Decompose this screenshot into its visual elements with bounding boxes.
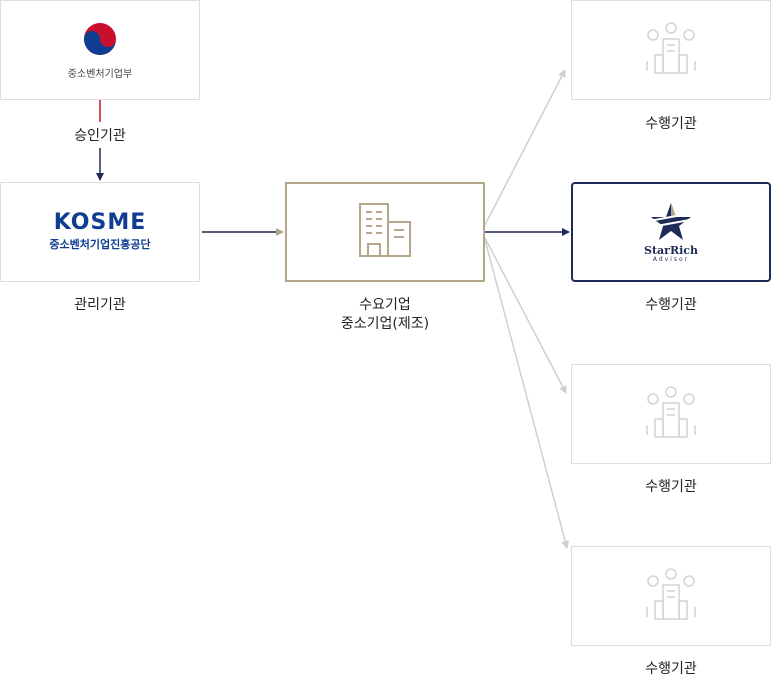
demand-label: 수요기업 중소기업(제조) bbox=[285, 296, 485, 334]
kosme-logo-word: KOSME bbox=[53, 210, 147, 235]
approval-org-box: 중소벤처기업부 bbox=[0, 0, 200, 100]
korea-government-emblem-icon bbox=[82, 21, 118, 61]
management-org-name: 중소벤처기업진흥공단 bbox=[49, 238, 151, 251]
demand-to-performer-3-arrow bbox=[484, 237, 567, 394]
performer-label-3: 수행기관 bbox=[645, 479, 697, 495]
building-icon bbox=[356, 202, 414, 262]
performer-label-1: 수행기관 bbox=[645, 116, 697, 132]
performer-box-3 bbox=[571, 364, 771, 464]
star-logo-icon bbox=[645, 201, 697, 245]
performer-box-1 bbox=[571, 0, 771, 100]
people-building-icon bbox=[643, 21, 699, 79]
performer-label-2: 수행기관 bbox=[645, 297, 697, 313]
performer-box-2: StarRich Advisor bbox=[571, 182, 771, 282]
approval-label: 승인기관 bbox=[74, 128, 126, 144]
demand-to-performer-4-arrow bbox=[484, 239, 570, 549]
management-org-box: KOSME 중소벤처기업진흥공단 bbox=[0, 182, 200, 282]
demand-to-performer-1-arrow bbox=[484, 69, 566, 226]
kosme-logo: KOSME bbox=[54, 212, 147, 234]
demand-label-line1: 수요기업 bbox=[359, 297, 411, 313]
demand-label-line2: 중소기업(제조) bbox=[340, 316, 430, 332]
approval-org-name: 중소벤처기업부 bbox=[67, 68, 133, 80]
starrich-logo-word: StarRich bbox=[644, 243, 698, 257]
management-label: 관리기관 bbox=[74, 297, 126, 313]
demand-company-box bbox=[285, 182, 485, 282]
starrich-logo-sub: Advisor bbox=[652, 255, 690, 263]
performer-label-4: 수행기관 bbox=[645, 661, 697, 677]
people-building-icon bbox=[643, 567, 699, 625]
people-building-icon bbox=[643, 385, 699, 443]
performer-box-4 bbox=[571, 546, 771, 646]
